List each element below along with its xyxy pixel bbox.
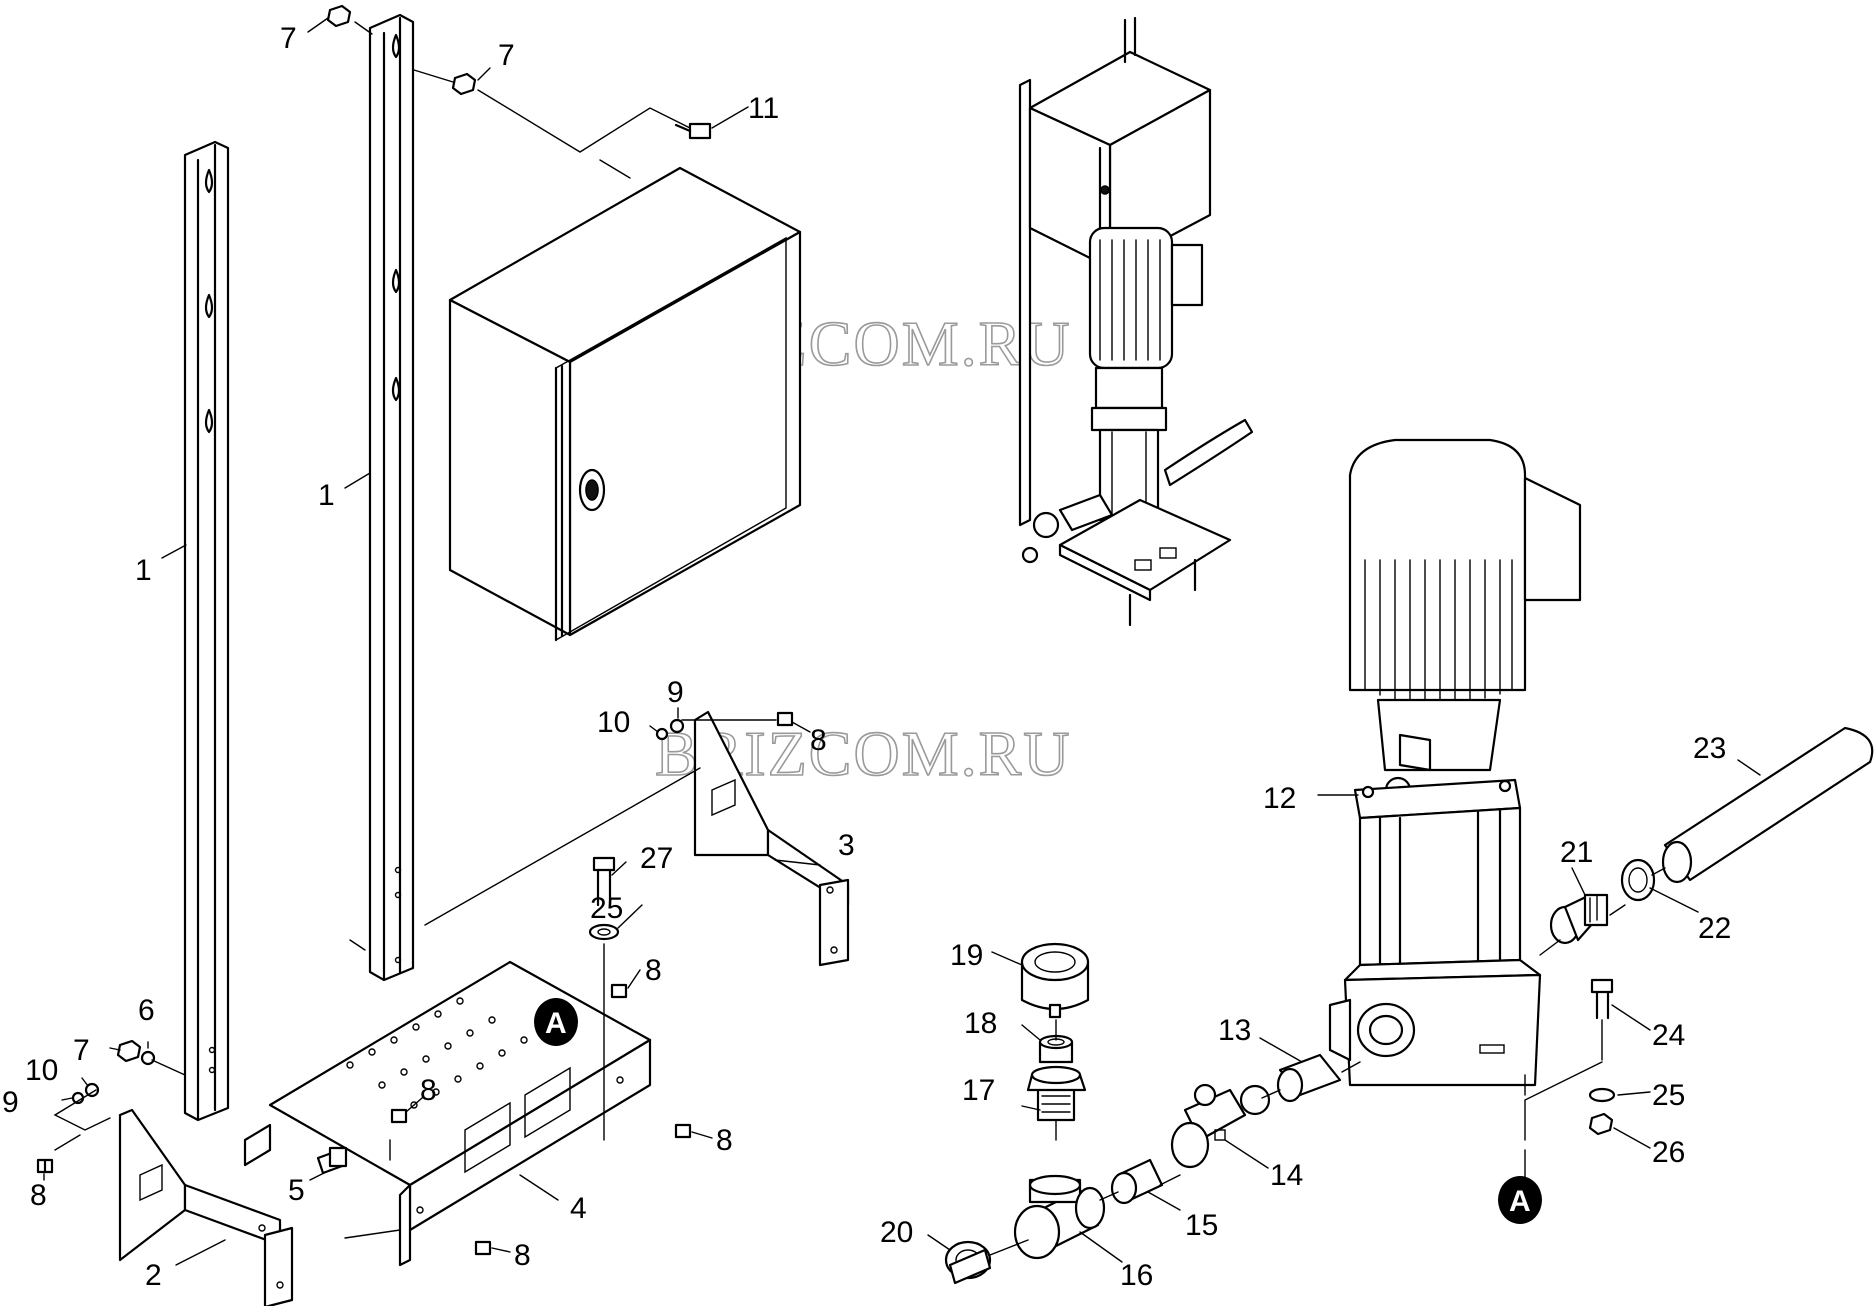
rail-right — [368, 13, 415, 982]
label-part-14: 14 — [1270, 1159, 1303, 1192]
label-part-3: 3 — [838, 829, 855, 862]
label-part-8a: 8 — [30, 1179, 47, 1212]
assembled-unit-preview — [1018, 16, 1254, 627]
vertical-pump — [1328, 438, 1582, 1087]
fittings — [944, 726, 1874, 1285]
leader-lines — [43, 17, 1761, 1266]
label-part-21: 21 — [1560, 836, 1593, 869]
label-part-2: 2 — [145, 1259, 162, 1292]
label-part-23: 23 — [1693, 732, 1726, 765]
label-part-8e: 8 — [645, 954, 662, 987]
label-part-10b: 10 — [597, 706, 630, 739]
svg-text:A: A — [1509, 1185, 1531, 1218]
label-part-20: 20 — [880, 1216, 913, 1249]
svg-text:A: A — [545, 1007, 567, 1040]
label-part-16: 16 — [1120, 1259, 1153, 1292]
label-part-18: 18 — [964, 1007, 997, 1040]
label-part-8d: 8 — [514, 1239, 531, 1272]
wall-bracket-lower — [118, 1108, 294, 1306]
label-part-25b: 25 — [1652, 1079, 1685, 1112]
label-part-1a: 1 — [135, 554, 152, 587]
part-labels: 1 1 2 3 4 5 6 7 7 7 8 8 8 8 8 8 9 9 10 1… — [2, 22, 1731, 1292]
label-part-19: 19 — [950, 939, 983, 972]
label-part-8f: 8 — [810, 724, 827, 757]
label-part-10a: 10 — [25, 1054, 58, 1087]
label-part-26: 26 — [1652, 1136, 1685, 1169]
label-part-7c: 7 — [73, 1034, 90, 1067]
assembly-lines — [53, 21, 1666, 1256]
view-marker-pump: A — [1498, 1176, 1542, 1224]
label-part-1b: 1 — [318, 479, 335, 512]
label-part-17: 17 — [962, 1074, 995, 1107]
label-part-22: 22 — [1698, 912, 1731, 945]
label-part-11: 11 — [748, 92, 779, 125]
label-part-5: 5 — [288, 1174, 305, 1207]
label-part-13: 13 — [1218, 1014, 1251, 1047]
label-part-12: 12 — [1263, 782, 1296, 815]
label-part-9a: 9 — [2, 1086, 19, 1119]
rail-left — [183, 140, 230, 1122]
label-part-7b: 7 — [498, 39, 515, 72]
fasteners — [36, 4, 1616, 1256]
label-part-27: 27 — [640, 842, 673, 875]
label-part-6: 6 — [138, 994, 155, 1027]
label-part-7a: 7 — [280, 22, 297, 55]
label-part-8b: 8 — [420, 1074, 437, 1107]
label-part-9b: 9 — [667, 676, 684, 709]
label-part-8c: 8 — [716, 1124, 733, 1157]
label-part-25a: 25 — [590, 892, 623, 925]
label-part-24: 24 — [1652, 1019, 1685, 1052]
view-marker-base: A — [534, 998, 578, 1046]
control-cabinet — [448, 166, 802, 642]
base-frame — [243, 960, 652, 1267]
label-part-15: 15 — [1185, 1209, 1218, 1242]
wall-bracket-upper — [693, 710, 850, 967]
label-part-4: 4 — [570, 1192, 587, 1225]
